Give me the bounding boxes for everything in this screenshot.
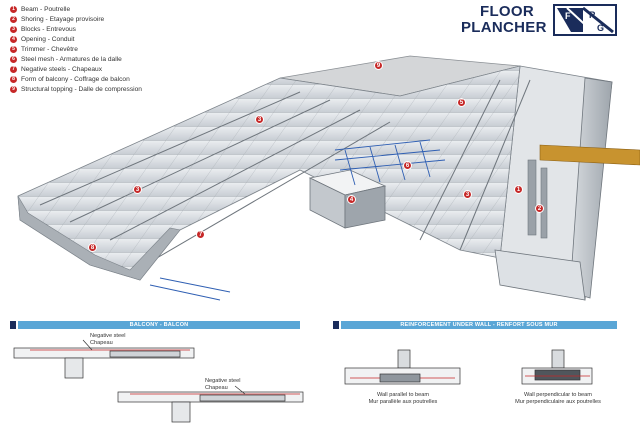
legend-text: Structural topping - Dalle de compressio… [21,85,142,93]
logo-letter-r: R [589,10,596,20]
legend-text: Beam - Poutrelle [21,5,71,13]
legend-item: 2 Shoring - Etayage provisoire [10,14,142,24]
brand-line-plancher: PLANCHER [461,19,547,36]
frg-logo-icon: F R G [552,4,617,36]
legend-number: 1 [10,5,17,13]
callout-9: 9 [374,61,383,70]
brand-header: FLOOR PLANCHER F R G [461,4,617,36]
callout-7: 7 [196,230,205,239]
brand-title: FLOOR PLANCHER [461,4,547,36]
balcony-section-1 [13,339,195,379]
band-reinforcement: REINFORCEMENT UNDER WALL - RENFORT SOUS … [341,321,617,329]
legend-number: 3 [10,25,17,33]
callout-3: 3 [463,190,472,199]
band-marker [333,321,339,329]
callout-2: 2 [535,204,544,213]
negative-steel-note-1: Negative steel Chapeau [90,333,126,346]
timber-beam [539,144,640,166]
legend-item: 6 Steel mesh - Armatures de la dalle [10,54,142,64]
wall-parallel-section [344,349,461,385]
edge-wall [569,77,613,299]
legend-number: 6 [10,55,17,63]
legend-item: 8 Form of balcony - Coffrage de balcon [10,74,142,84]
legend-text: Negative steels - Chapeaux [21,65,103,73]
legend-number: 9 [10,85,17,93]
legend-item: 1 Beam - Poutrelle [10,4,142,14]
brand-line-floor: FLOOR [480,3,534,20]
legend-item: 3 Blocks - Entrevous [10,24,142,34]
slab-edge [17,195,181,281]
callout-3: 3 [133,185,142,194]
legend-number: 8 [10,75,17,83]
legend-item: 4 Opening - Conduit [10,34,142,44]
wall-perpendicular-note: Wall perpendicular to beam Mur perpendic… [515,392,601,405]
band-marker [10,321,16,329]
callout-3: 3 [255,115,264,124]
callout-8: 8 [88,243,97,252]
legend-text: Form of balcony - Coffrage de balcon [21,75,130,83]
legend-number: 4 [10,35,17,43]
legend-text: Steel mesh - Armatures de la dalle [21,55,122,63]
callout-4: 4 [347,195,356,204]
wall-perpendicular-section [521,349,593,385]
shoring-prop [540,167,548,239]
shoring-prop [527,159,537,236]
legend-number: 5 [10,45,17,53]
negative-steel-note-2: Negative steel Chapeau [205,378,241,391]
beam-ends [494,249,586,301]
legend-text: Shoring - Etayage provisoire [21,15,105,23]
legend-text: Opening - Conduit [21,35,75,43]
balcony-section-2 [117,385,304,423]
logo-letter-f: F [565,11,571,21]
steel-mesh [149,139,446,301]
legend-text: Trimmer - Chevêtre [21,45,78,53]
callout-1: 1 [514,185,523,194]
legend-item: 9 Structural topping - Dalle de compressi… [10,84,142,94]
callout-6: 6 [403,161,412,170]
logo-letter-g: G [597,23,604,33]
beam-lines [39,79,531,263]
floor-system-illustration [17,55,640,301]
callout-5: 5 [457,98,466,107]
legend-number: 2 [10,15,17,23]
legend-number: 7 [10,65,17,73]
wall-parallel-note: Wall parallel to beam Mur parallèle aux … [368,392,438,405]
legend-text: Blocks - Entrevous [21,25,76,33]
legend-item: 7 Negative steels - Chapeaux [10,64,142,74]
legend-item: 5 Trimmer - Chevêtre [10,44,142,54]
band-balcony: BALCONY - BALCON [18,321,300,329]
legend: 1 Beam - Poutrelle 2 Shoring - Etayage pro… [10,4,142,94]
